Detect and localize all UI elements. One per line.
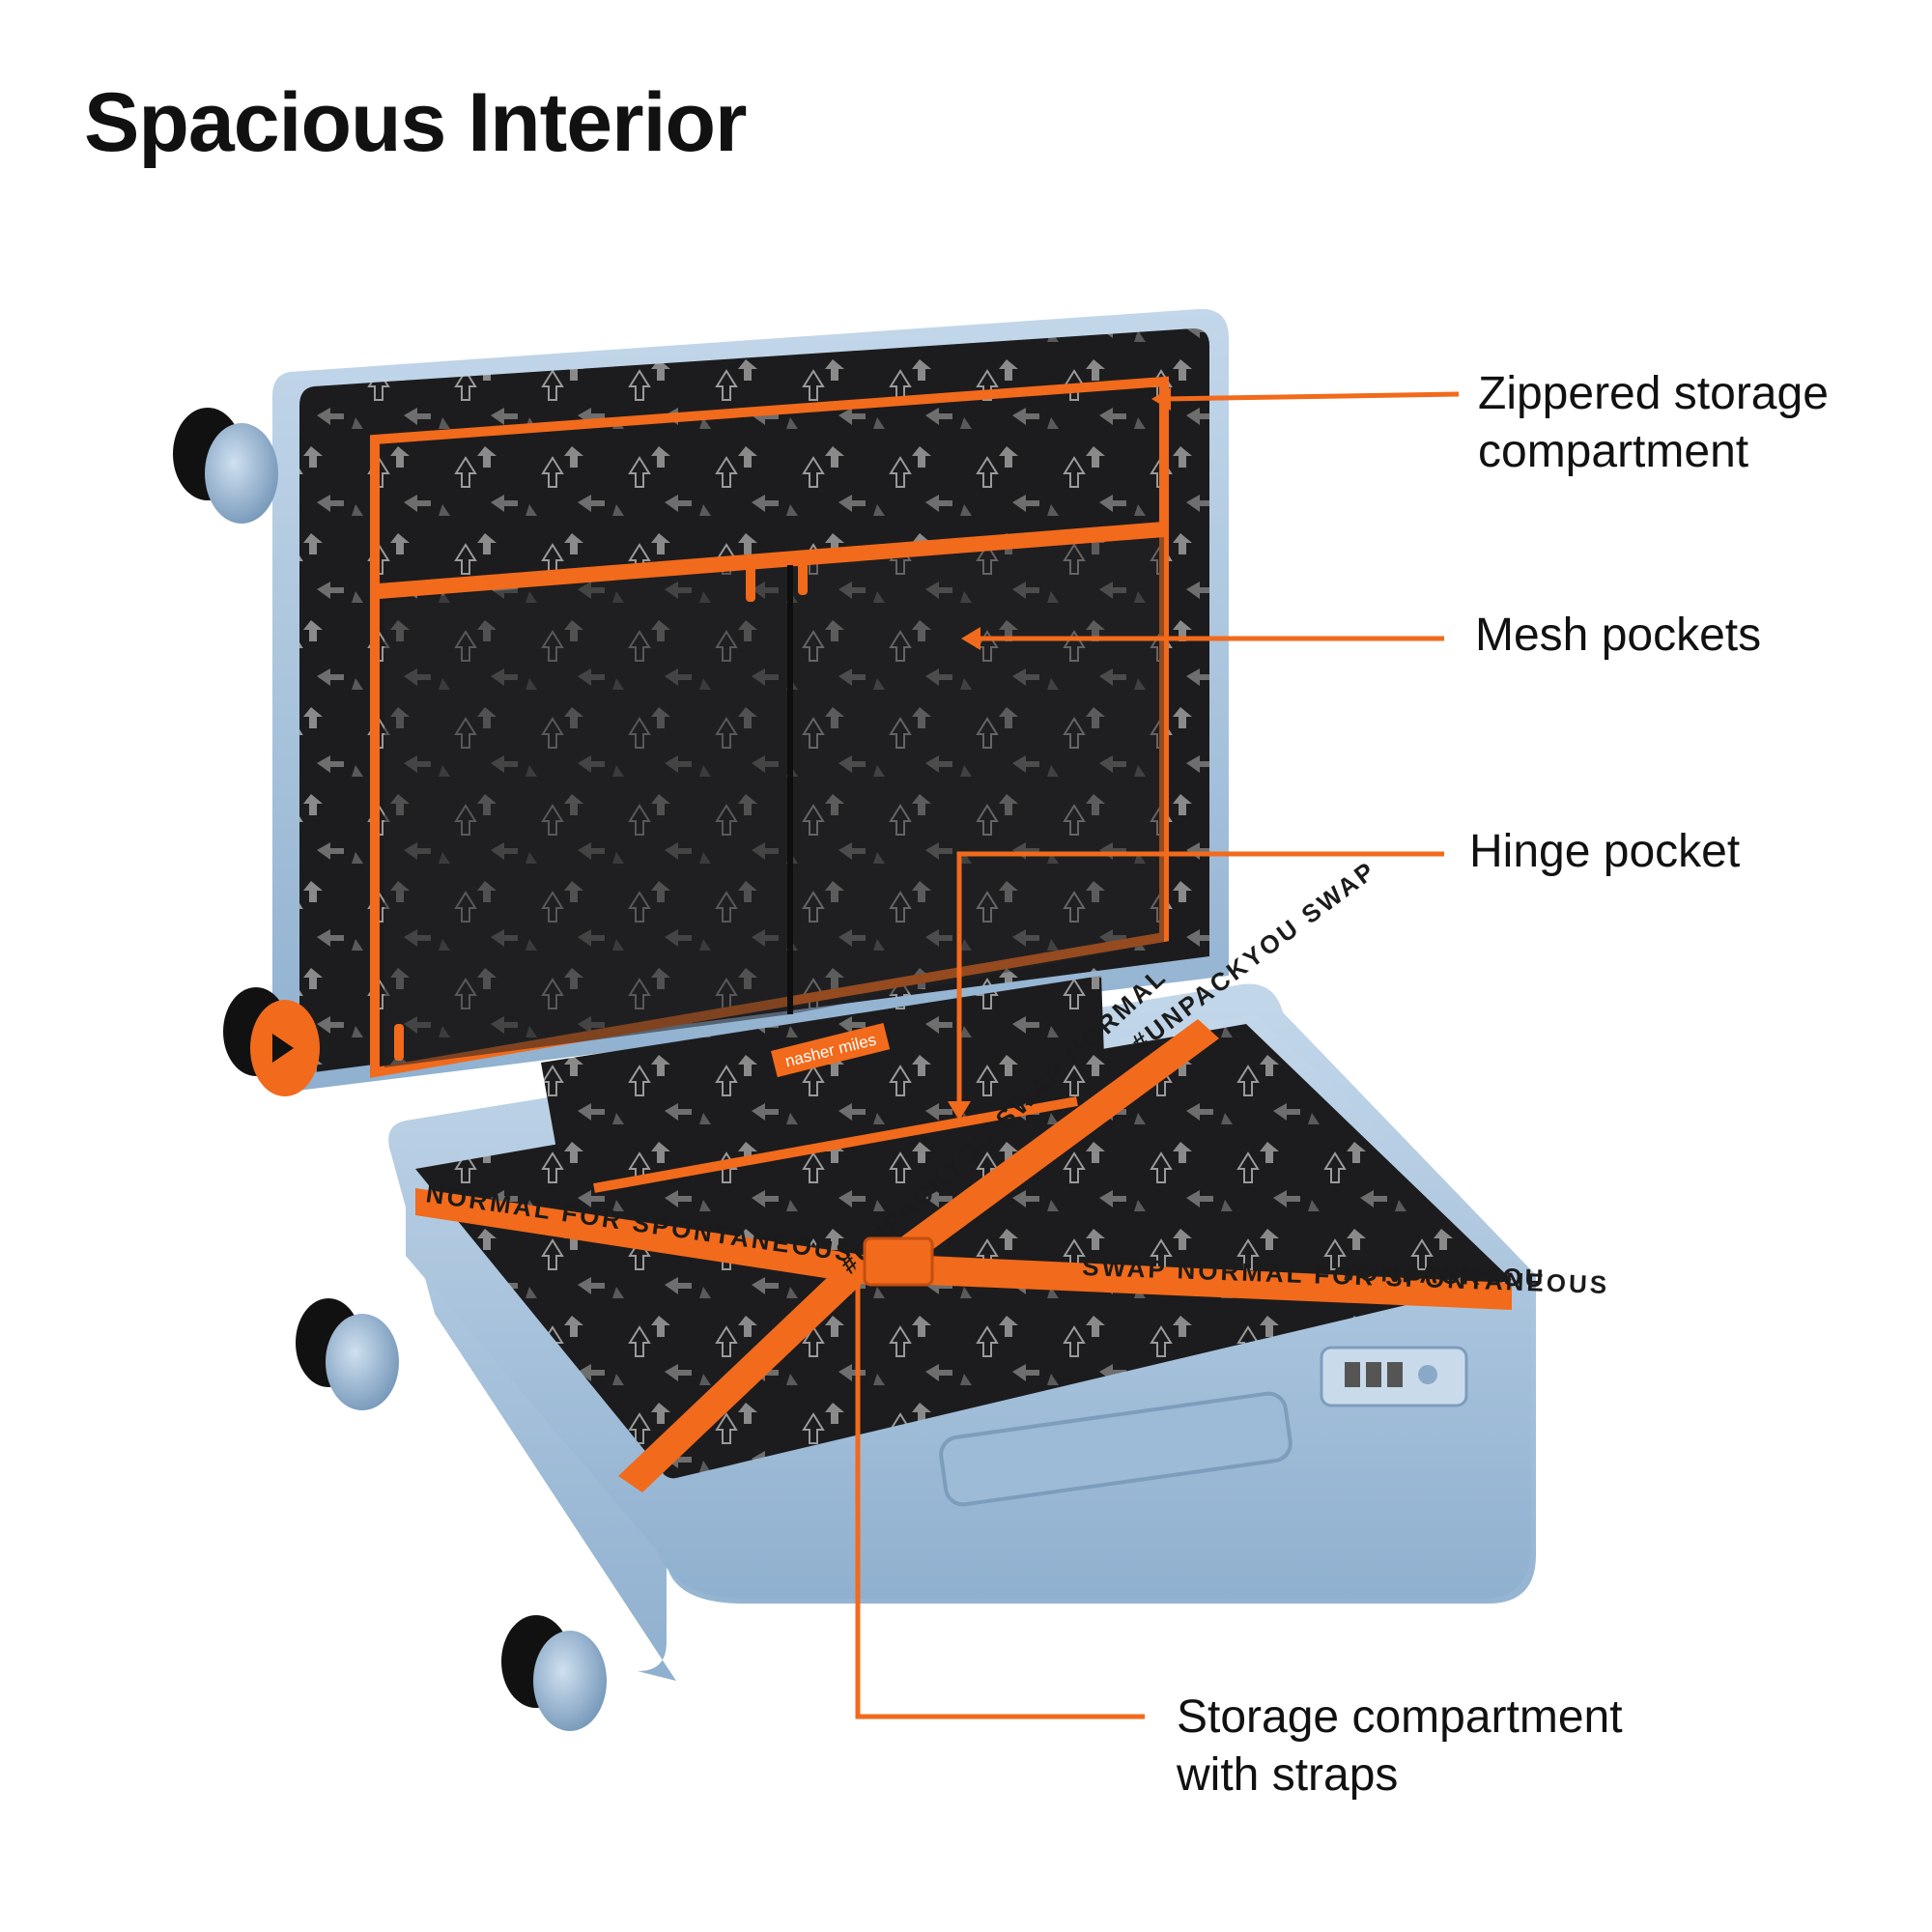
strap-buckle — [863, 1236, 934, 1287]
callout-storage-straps: Storage compartment with straps — [1177, 1689, 1623, 1804]
callout-zippered-line-2: compartment — [1478, 426, 1749, 477]
callout-straps-line-1: Storage compartment — [1177, 1691, 1623, 1743]
wheel-icon — [223, 987, 320, 1096]
strap-text-far-right: #UNPACKYOU — [1343, 1257, 1547, 1293]
callout-mesh-pockets: Mesh pockets — [1475, 607, 1761, 665]
suitcase-lid — [173, 308, 1229, 1096]
handle-icon — [939, 1391, 1293, 1507]
callout-straps-line-2: with straps — [1177, 1749, 1399, 1801]
callout-lines — [855, 391, 1460, 1719]
callout-mesh-line-1: Mesh pockets — [1475, 610, 1762, 661]
callout-zippered-storage: Zippered storage compartment — [1478, 365, 1829, 481]
combination-lock-icon — [1320, 1346, 1468, 1407]
callout-hinge-line-1: Hinge pocket — [1469, 826, 1741, 877]
mesh-pocket-left — [384, 565, 790, 1067]
callout-hinge-pocket: Hinge pocket — [1469, 823, 1740, 881]
zipper-pull-icon — [798, 558, 808, 595]
mesh-pocket-right — [790, 536, 1164, 1014]
wheel-icon — [173, 408, 278, 524]
leader-straps — [855, 1265, 1145, 1719]
leader-hinge — [956, 851, 1444, 1111]
wheel-icon — [296, 1298, 399, 1410]
callout-zippered-line-1: Zippered storage — [1478, 368, 1829, 419]
page-title: Spacious Interior — [84, 76, 747, 169]
hinge-pocket — [541, 976, 1106, 1198]
zipper-pull-icon — [394, 1024, 404, 1061]
wheel-icon — [501, 1615, 607, 1731]
leader-arrowheads — [948, 387, 1171, 1121]
leader-zippered — [1163, 391, 1460, 402]
zipper-pull-icon — [746, 565, 755, 602]
